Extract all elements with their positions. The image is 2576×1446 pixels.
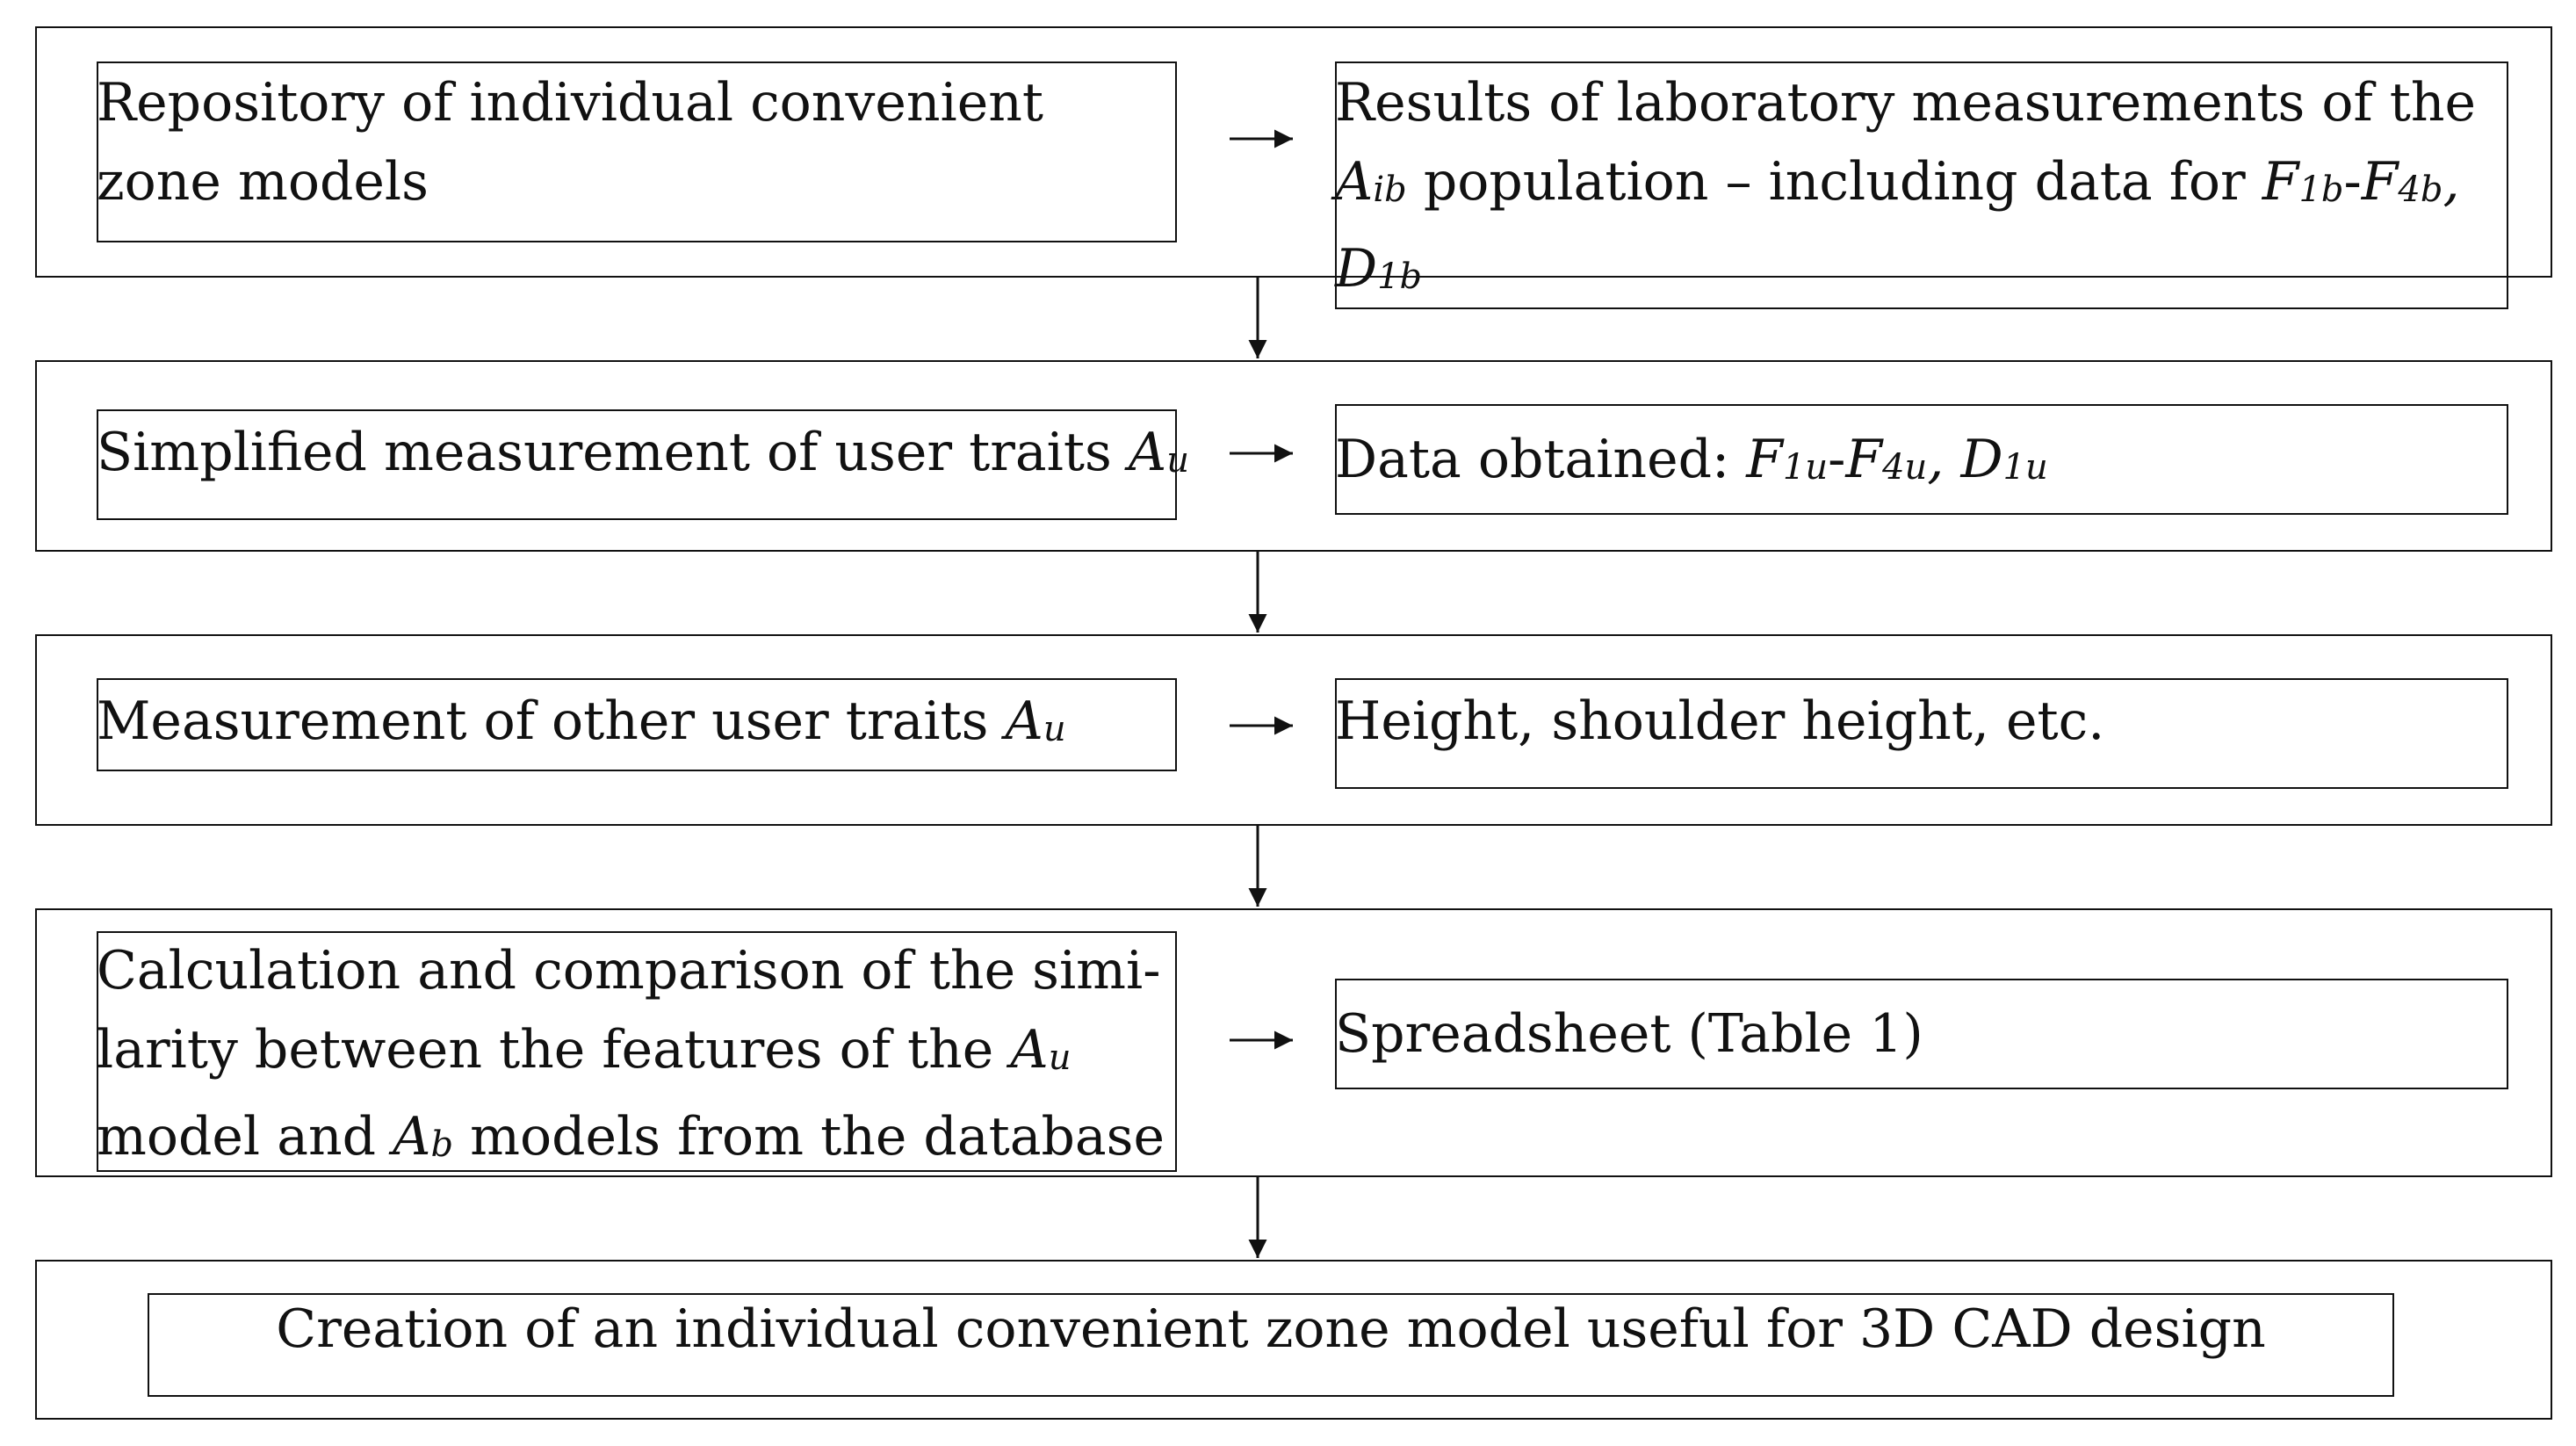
row-1-frame xyxy=(35,26,2552,278)
calculation-text: Calculation and comparison of the simi- … xyxy=(97,940,1165,1168)
data-obtained-box xyxy=(1335,404,2508,515)
row-4-frame xyxy=(35,908,2552,1177)
final-box xyxy=(148,1293,2394,1397)
row-3-frame xyxy=(35,634,2552,826)
height-box xyxy=(1335,678,2508,789)
spreadsheet-text: Spreadsheet (Table 1) xyxy=(1335,1003,1923,1065)
other-traits-text: Measurement of other user traits Au xyxy=(97,690,1066,752)
data-obtained-text: Data obtained: F1u-F4u, D1u xyxy=(1335,429,2048,490)
repository-box xyxy=(97,61,1177,242)
calculation-box xyxy=(97,931,1177,1172)
other-traits-box xyxy=(97,678,1177,771)
lab-results-box xyxy=(1335,61,2508,309)
lab-results-text: Results of laboratory measurements of th… xyxy=(1335,72,2476,300)
height-text: Height, shoulder height, etc. xyxy=(1335,690,2105,752)
spreadsheet-box xyxy=(1335,979,2508,1089)
simplified-measurement-box xyxy=(97,409,1177,520)
final-text: Creation of an individual convenient zon… xyxy=(276,1298,2266,1360)
final-frame xyxy=(35,1260,2552,1420)
simplified-measurement-text: Simplified measurement of user traits Au xyxy=(97,422,1189,483)
row-2-frame xyxy=(35,360,2552,552)
repository-text: Repository of individual convenient zone… xyxy=(97,72,1043,213)
